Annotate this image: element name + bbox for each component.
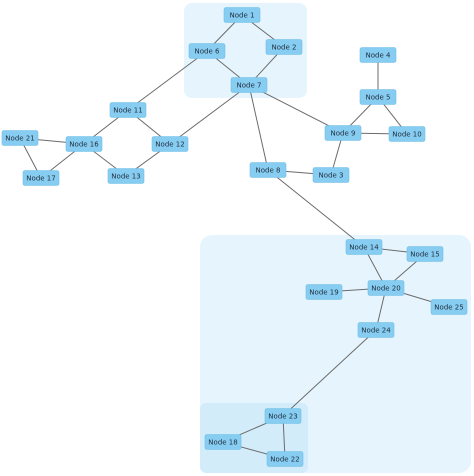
node-24[interactable]: Node 24 [357,322,395,338]
node-label: Node 14 [349,244,379,252]
node-11[interactable]: Node 11 [109,102,147,118]
node-label: Node 12 [155,141,184,149]
node-19[interactable]: Node 19 [305,284,343,300]
node-box[interactable] [265,39,303,55]
node-label: Node 15 [410,251,439,259]
node-box[interactable] [359,89,397,105]
edge-n7-n12 [169,84,250,145]
node-23[interactable]: Node 23 [264,408,302,424]
node-7[interactable]: Node 7 [230,77,268,93]
node-14[interactable]: Node 14 [345,239,383,255]
node-box[interactable] [345,239,383,255]
node-label: Node 4 [366,52,391,60]
edge-n7-n8 [248,84,269,171]
node-6[interactable]: Node 6 [188,43,226,59]
node-3[interactable]: Node 3 [312,167,350,183]
node-label: Node 2 [272,44,297,52]
groups-layer [184,3,471,473]
node-label: Node 11 [113,107,142,115]
node-box[interactable] [188,43,226,59]
node-10[interactable]: Node 10 [388,126,426,142]
node-box[interactable] [151,136,189,152]
node-17[interactable]: Node 17 [22,170,60,186]
node-label: Node 8 [256,167,281,175]
node-8[interactable]: Node 8 [249,162,287,178]
node-box[interactable] [266,451,304,467]
node-box[interactable] [430,299,468,315]
node-20[interactable]: Node 20 [367,280,405,296]
node-12[interactable]: Node 12 [151,136,189,152]
node-22[interactable]: Node 22 [266,451,304,467]
node-label: Node 17 [26,175,55,183]
node-box[interactable] [264,408,302,424]
node-label: Node 18 [208,439,237,447]
edge-n8-n14 [267,169,365,248]
edge-n24-n23 [282,329,377,417]
node-box[interactable] [388,126,426,142]
node-box[interactable] [109,102,147,118]
node-box[interactable] [65,136,103,152]
node-25[interactable]: Node 25 [430,299,468,315]
edge-n6-n11 [127,50,208,111]
edge-n7-n9 [248,84,344,134]
node-box[interactable] [1,130,39,146]
node-box[interactable] [22,170,60,186]
node-13[interactable]: Node 13 [107,168,145,184]
node-box[interactable] [406,246,444,262]
node-box[interactable] [249,162,287,178]
node-label: Node 6 [195,48,220,56]
node-label: Node 23 [268,413,297,421]
node-15[interactable]: Node 15 [406,246,444,262]
node-box[interactable] [107,168,145,184]
group-top [184,3,307,98]
node-label: Node 7 [237,82,262,90]
node-4[interactable]: Node 4 [359,47,397,63]
node-label: Node 9 [331,130,356,138]
node-box[interactable] [324,125,362,141]
node-label: Node 25 [434,304,463,312]
node-label: Node 13 [111,173,140,181]
node-label: Node 3 [319,172,344,180]
node-2[interactable]: Node 2 [265,39,303,55]
node-9[interactable]: Node 9 [324,125,362,141]
nodes-layer: Node 1 Node 2 Node 3 Node 4 Node 5 Node 6 Node… [1,7,468,467]
node-1[interactable]: Node 1 [223,7,261,23]
node-box[interactable] [204,434,242,450]
node-label: Node 5 [366,94,391,102]
node-label: Node 10 [392,131,421,139]
node-box[interactable] [305,284,343,300]
node-label: Node 22 [270,456,299,464]
node-label: Node 1 [230,12,255,20]
node-box[interactable] [357,322,395,338]
node-label: Node 21 [5,135,34,143]
node-18[interactable]: Node 18 [204,434,242,450]
node-box[interactable] [230,77,268,93]
node-label: Node 16 [69,141,99,149]
node-label: Node 20 [371,285,400,293]
node-16[interactable]: Node 16 [65,136,103,152]
node-21[interactable]: Node 21 [1,130,39,146]
node-label: Node 19 [309,289,338,297]
node-box[interactable] [367,280,405,296]
node-box[interactable] [312,167,350,183]
node-box[interactable] [223,7,261,23]
node-5[interactable]: Node 5 [359,89,397,105]
node-label: Node 24 [361,327,391,335]
node-box[interactable] [359,47,397,63]
